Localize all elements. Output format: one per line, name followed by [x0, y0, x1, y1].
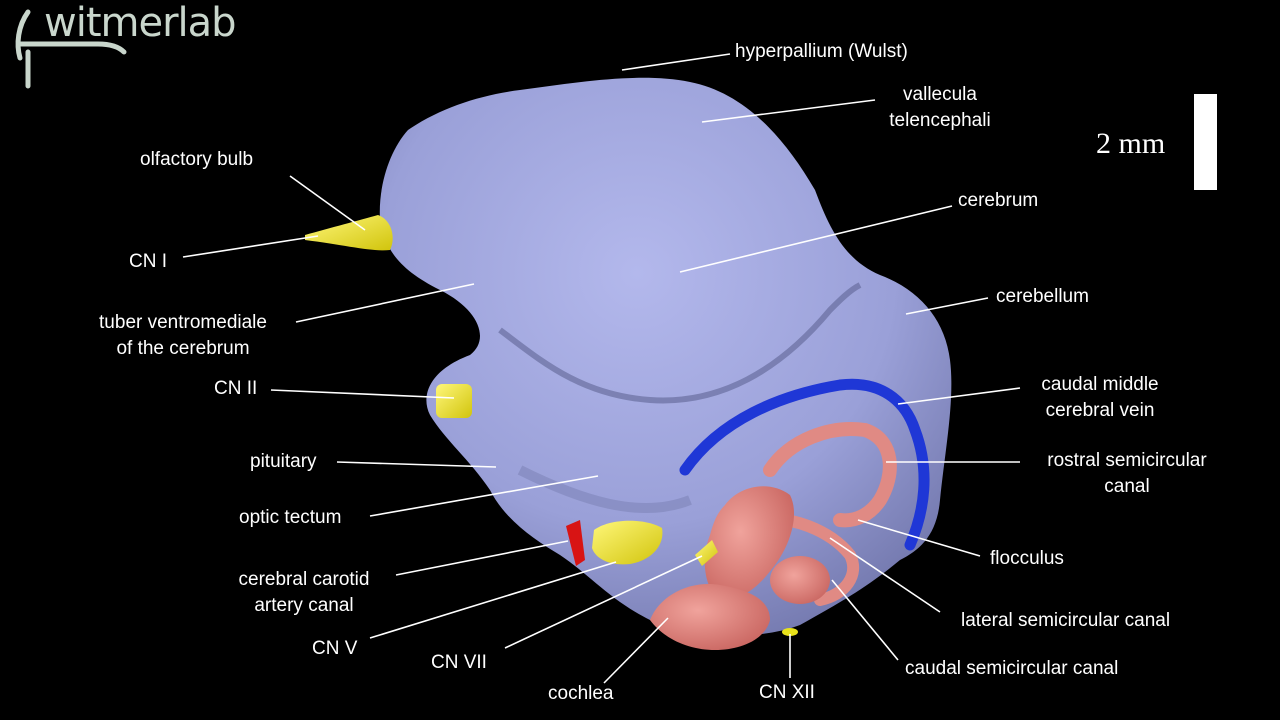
carotid-canal — [566, 520, 585, 566]
leader-cerebellum — [905, 297, 989, 315]
vestibule — [704, 486, 795, 600]
leader-cn-vii — [504, 555, 703, 649]
leader-carotid — [395, 540, 569, 576]
label-pituitary: pituitary — [250, 451, 317, 472]
otic-mass — [770, 556, 830, 604]
leader-pituitary — [336, 461, 497, 468]
label-cn-ii: CN II — [214, 378, 258, 399]
label-cn-v: CN V — [312, 638, 358, 659]
leader-caudal-canal — [831, 579, 899, 661]
leader-olfactory-bulb — [289, 175, 366, 231]
scale-bar — [1194, 94, 1217, 190]
label-olfactory-bulb: olfactory bulb — [140, 149, 254, 170]
cn-vii-nerve — [695, 540, 718, 566]
leader-cn-i — [182, 235, 319, 258]
label-tuber-line1: tuber ventromediale — [99, 312, 267, 333]
logo-mark — [15, 9, 127, 89]
label-cerebellum: cerebellum — [996, 286, 1089, 307]
brain-endocast — [379, 77, 952, 636]
cn-v-nerve — [592, 520, 663, 565]
label-hyperpallium: hyperpallium (Wulst) — [735, 41, 908, 62]
label-carotid-line1: cerebral carotid — [238, 569, 370, 590]
label-vallecula-line1: vallecula — [903, 84, 977, 105]
label-cn-xii: CN XII — [759, 682, 815, 703]
label-tuber-ventromediale: tuber ventromediale of the cerebrum — [78, 310, 288, 362]
leader-tuber — [295, 283, 475, 323]
label-rostral-semicircular-canal: rostral semicircular canal — [1024, 448, 1230, 500]
leader-vallecula — [701, 99, 876, 123]
label-cn-i: CN I — [129, 251, 167, 272]
label-optic-tectum: optic tectum — [239, 507, 342, 528]
tectum-shadow — [517, 465, 692, 514]
label-vallecula-line2: telencephali — [889, 110, 991, 131]
leader-caudal-vein — [897, 387, 1021, 405]
scale-label: 2 mm — [1096, 127, 1166, 160]
leader-cn-v — [369, 561, 617, 639]
label-rostral-canal-line2: canal — [1104, 476, 1150, 497]
leader-cerebrum — [679, 205, 953, 273]
label-tuber-line2: of the cerebrum — [116, 338, 250, 359]
label-caudal-vein-line2: cerebral vein — [1045, 400, 1155, 421]
leader-cn-ii — [270, 389, 455, 399]
cochlea-shape — [650, 584, 770, 650]
label-caudal-vein-line1: caudal middle — [1041, 374, 1159, 395]
label-cn-vii: CN VII — [431, 652, 487, 673]
cn-i-olfactory-nerve — [305, 215, 393, 251]
leader-hyperpallium — [621, 53, 731, 71]
leader-optic-tectum — [369, 475, 599, 517]
label-cerebral-carotid-artery-canal: cerebral carotid artery canal — [214, 567, 394, 619]
leader-cochlea — [603, 617, 669, 684]
rostral-semicircular-canal — [763, 422, 897, 528]
label-vallecula: vallecula telencephali — [880, 82, 1000, 134]
label-caudal-semicircular-canal: caudal semicircular canal — [905, 658, 1119, 679]
cn-ii-nerve — [436, 384, 472, 418]
leader-lateral-canal — [829, 537, 941, 613]
label-cochlea: cochlea — [548, 683, 614, 704]
cerebrum-groove — [498, 282, 862, 404]
label-rostral-canal-line1: rostral semicircular — [1047, 450, 1207, 471]
caudal-middle-cerebral-vein — [679, 378, 930, 551]
label-caudal-middle-cerebral-vein: caudal middle cerebral vein — [1022, 372, 1178, 424]
label-flocculus: flocculus — [990, 548, 1064, 569]
logo-witmerlab: witmerlab — [44, 0, 237, 46]
label-lateral-semicircular-canal: lateral semicircular canal — [961, 610, 1171, 631]
leader-flocculus — [857, 519, 981, 557]
label-cerebrum: cerebrum — [958, 190, 1039, 211]
label-carotid-line2: artery canal — [254, 595, 354, 616]
leader-lines — [182, 53, 1021, 684]
cn-xii-nerve — [782, 628, 798, 636]
